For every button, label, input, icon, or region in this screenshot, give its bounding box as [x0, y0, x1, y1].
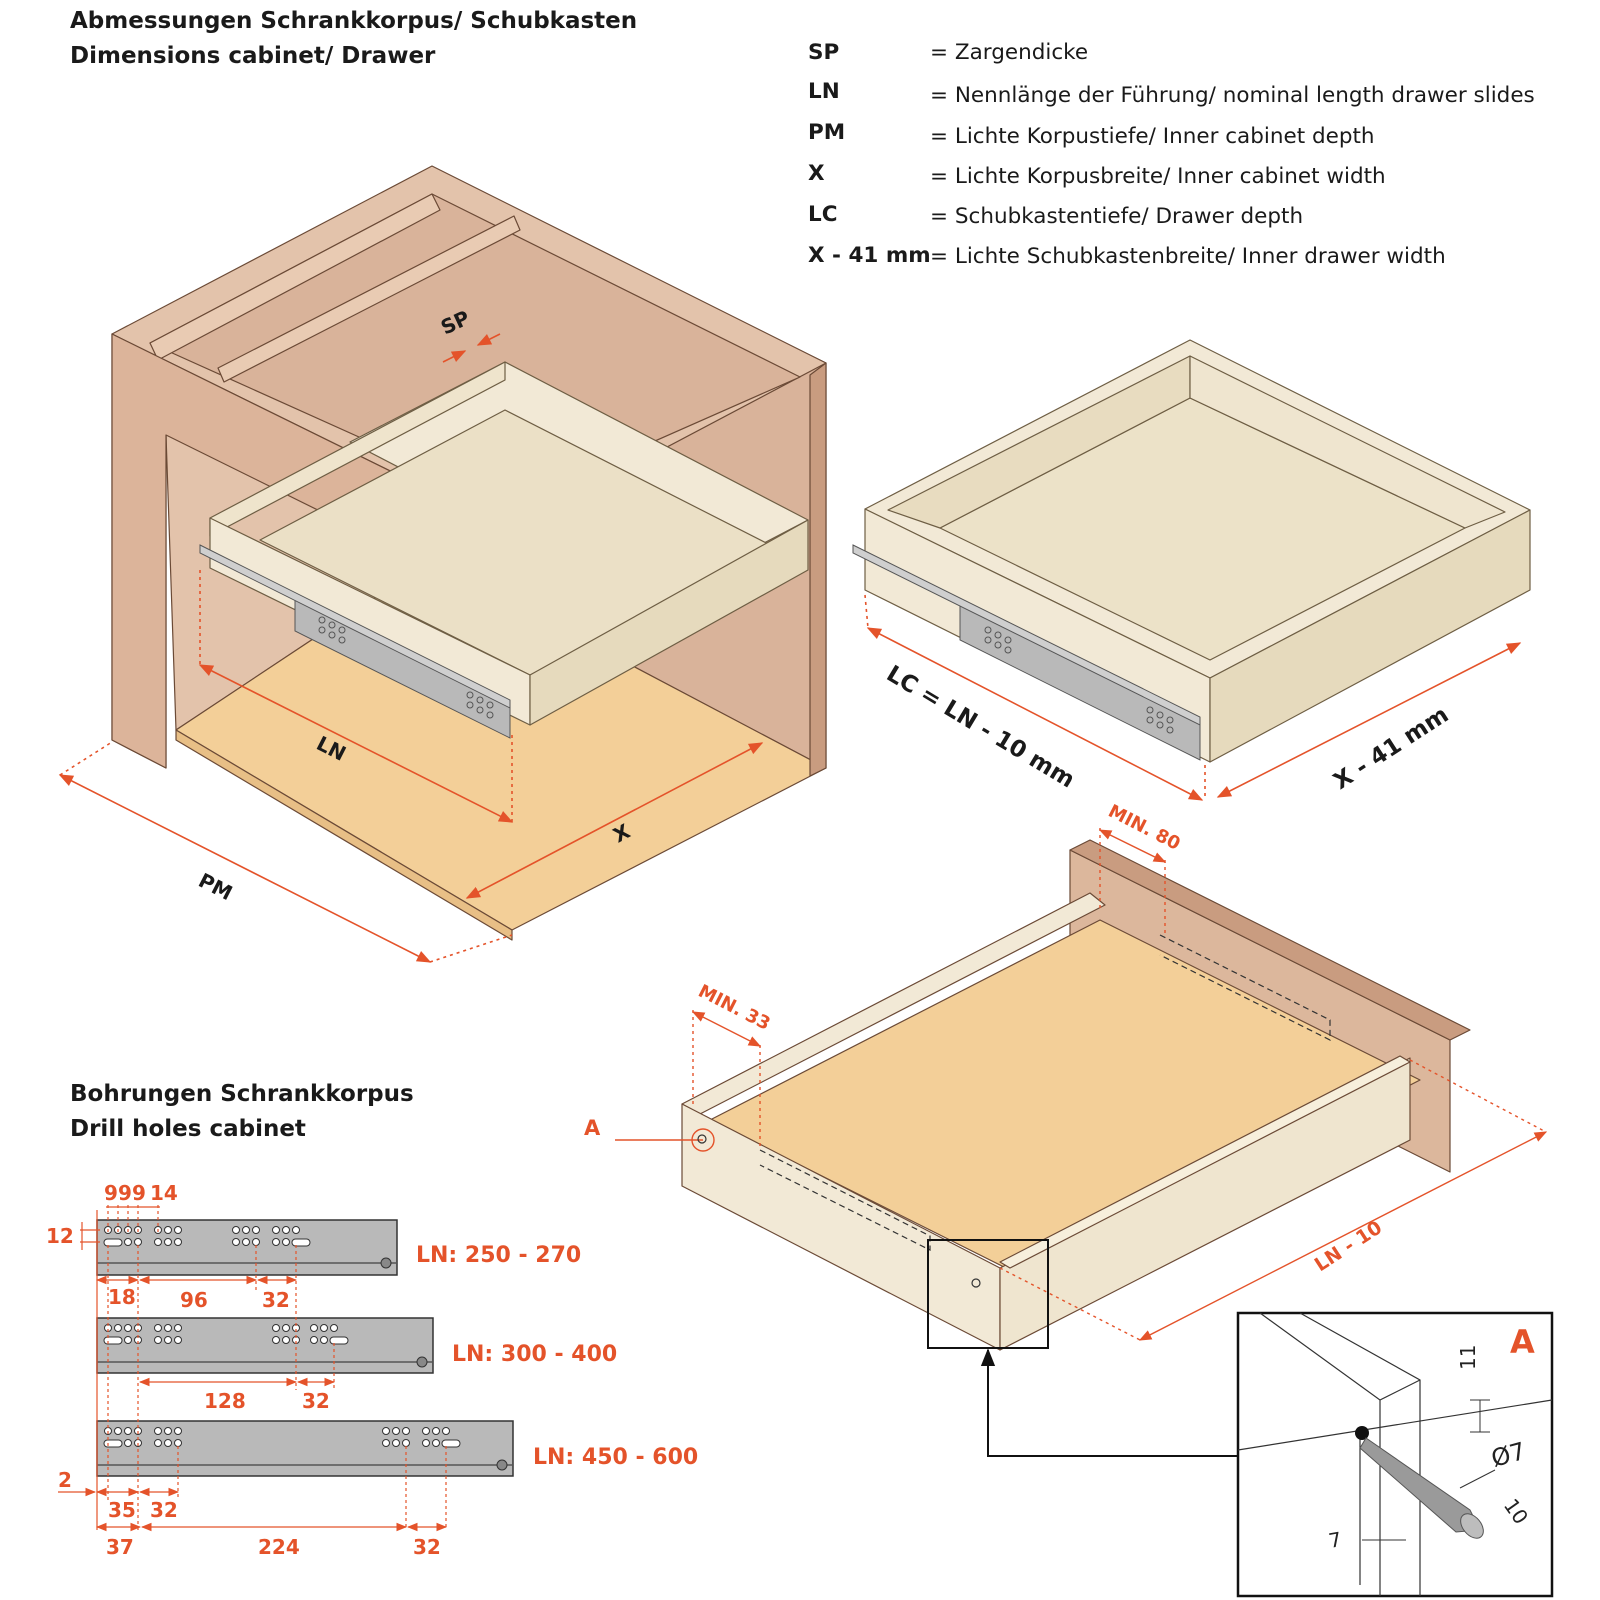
- installation-illustration: [681, 839, 1471, 1351]
- rail3-range-label: LN: 450 - 600: [533, 1445, 698, 1470]
- drill-rails: [96, 1219, 514, 1477]
- legend-definition: = Lichte Korpustiefe/ Inner cabinet dept…: [930, 124, 1375, 149]
- spacing-14: 14: [150, 1181, 178, 1205]
- cabinet-right-panel: [809, 362, 827, 777]
- drawer-right-side: [529, 519, 809, 726]
- rail2-dim-32: 32: [302, 1389, 330, 1413]
- offset-2: 2: [58, 1468, 72, 1492]
- legend-abbr: LN: [808, 79, 840, 104]
- install-dashed-slides: [759, 934, 1331, 1251]
- legend-definition: = Schubkastentiefe/ Drawer depth: [930, 204, 1304, 229]
- legend-abbr: X - 41 mm: [808, 243, 931, 268]
- cabinet-dimensions: [58, 333, 764, 963]
- legend-abbr: SP: [808, 40, 840, 65]
- drill-bit: [1359, 1437, 1484, 1539]
- install-back-wall-side: [1069, 839, 1471, 1041]
- drill-heading-en: Drill holes cabinet: [70, 1116, 306, 1142]
- rail-300-400: [96, 1317, 434, 1374]
- min33-dimension-line: [691, 1011, 762, 1047]
- rail1-range-label: LN: 250 - 270: [416, 1243, 581, 1268]
- detail-d11-label: 11: [1456, 1345, 1480, 1370]
- detail-a-panel: [1236, 1311, 1554, 1598]
- rail1-dim-18: 18: [108, 1285, 136, 1309]
- spacing-9a: 9: [104, 1181, 118, 1205]
- rail3-dim-37: 37: [106, 1535, 134, 1559]
- pm-label: PM: [195, 868, 237, 905]
- spacing-9c: 9: [132, 1181, 146, 1205]
- cabinet-top-crossbar: [149, 193, 441, 361]
- pm-dimension-line: [58, 774, 432, 963]
- drill-heading-de: Bohrungen Schrankkorpus: [70, 1081, 414, 1107]
- legend-abbr: LC: [808, 202, 838, 227]
- legend-definition: = Lichte Korpusbreite/ Inner cabinet wid…: [930, 164, 1386, 189]
- drill-guide-lines: [58, 1205, 448, 1532]
- min33-label: MIN. 33: [695, 981, 774, 1035]
- drawer-dimensions: [864, 594, 1522, 801]
- legend-abbr: PM: [808, 120, 846, 145]
- drawer-width-label: X - 41 mm: [1329, 702, 1453, 795]
- a-pointer-circle: [691, 1128, 715, 1152]
- detail-frame: [1236, 1311, 1554, 1598]
- dimensions-heading-de: Abmessungen Schrankkorpus/ Schubkasten: [70, 8, 638, 34]
- rail-hole-patterns: [103, 1226, 461, 1448]
- min80-dimension-line: [1098, 829, 1167, 863]
- legend-definition: = Zargendicke: [930, 40, 1089, 65]
- height-12: 12: [46, 1224, 74, 1248]
- drawer-illustration: [864, 339, 1531, 763]
- rail-250-270: [96, 1219, 398, 1276]
- legend-definition: = Lichte Schubkastenbreite/ Inner drawer…: [930, 244, 1446, 269]
- legend-definition: = Nennlänge der Führung/ nominal length …: [930, 83, 1535, 108]
- rail3-dim-32b: 32: [413, 1535, 441, 1559]
- sp-arrow-left: [442, 350, 467, 363]
- ln10-dimension-line: [1138, 1131, 1548, 1341]
- cabinet-drawer: [209, 361, 809, 726]
- x-dimension-line: [465, 742, 764, 899]
- rail1-dim-32: 32: [262, 1288, 290, 1312]
- lc-dimension-line: [866, 627, 1204, 801]
- detail-d7b-label: 7: [1327, 1527, 1344, 1553]
- drawer-inner-wall-right: [1189, 355, 1506, 529]
- spacing-9b: 9: [118, 1181, 132, 1205]
- rail3-dim-32a: 32: [150, 1498, 178, 1522]
- rail2-dim-128: 128: [204, 1389, 246, 1413]
- rail2-range-label: LN: 300 - 400: [452, 1342, 617, 1367]
- cabinet-crossbar-mid: [217, 215, 521, 383]
- legend-abbr: X: [808, 161, 825, 186]
- detail-highlight-box: [927, 1239, 1049, 1349]
- rail3-dim-35: 35: [108, 1498, 136, 1522]
- width-dimension-line: [1216, 642, 1522, 798]
- min80-label: MIN. 80: [1105, 801, 1184, 855]
- install-floor: [709, 919, 1421, 1281]
- install-dimensions: [615, 828, 1548, 1341]
- sp-arrow-right: [476, 333, 501, 346]
- a-label: A: [584, 1116, 601, 1140]
- drill-hole: [1355, 1426, 1369, 1440]
- rail1-dim-96: 96: [180, 1288, 208, 1312]
- detail-a-label: A: [1510, 1323, 1535, 1361]
- dimensions-heading-en: Dimensions cabinet/ Drawer: [70, 43, 436, 69]
- rail3-dim-224: 224: [258, 1535, 300, 1559]
- ln-dimension-line: [198, 664, 514, 823]
- detail-connector-arrow: [980, 1348, 1238, 1457]
